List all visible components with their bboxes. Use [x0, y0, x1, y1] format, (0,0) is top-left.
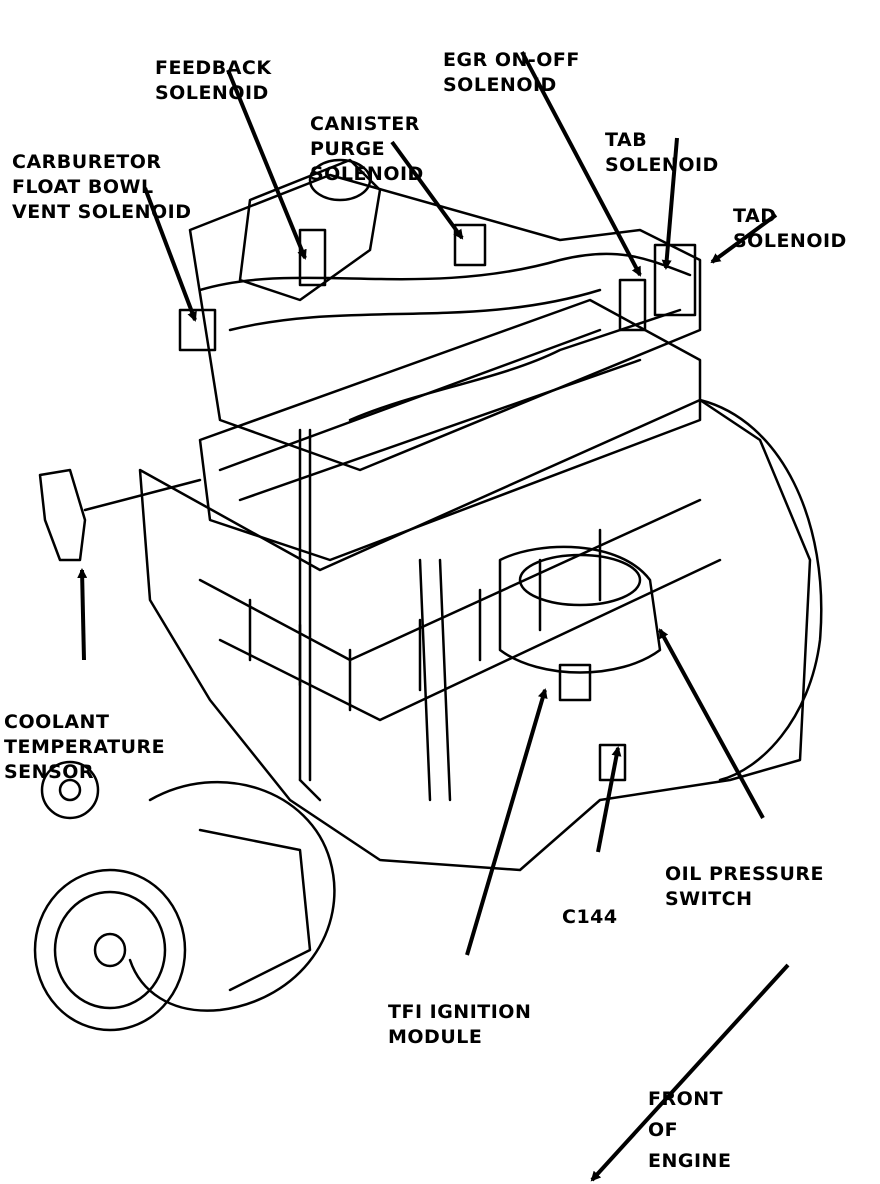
intake-manifold	[188, 173, 702, 472]
arrow-egr	[520, 51, 642, 277]
bellhousing	[698, 398, 823, 782]
label-c144: C144	[562, 906, 618, 928]
wiring-harness	[198, 252, 692, 292]
pulley	[33, 868, 187, 1032]
distributor	[498, 545, 662, 674]
arrow-tad	[710, 213, 778, 264]
arrow-oil	[658, 628, 765, 819]
arrow-front	[590, 963, 790, 1182]
arrow-canister	[390, 140, 464, 240]
valve-cover	[198, 298, 702, 562]
arrow-coolant	[77, 568, 88, 661]
engine-block	[138, 398, 812, 872]
arrow-carb	[143, 187, 197, 322]
arrow-tab	[661, 137, 679, 270]
arrow-c144	[596, 746, 622, 853]
leader-arrows	[77, 51, 790, 1182]
arrow-feedback	[226, 69, 307, 260]
arrow-tfi	[465, 688, 548, 956]
water-pump	[40, 760, 100, 820]
